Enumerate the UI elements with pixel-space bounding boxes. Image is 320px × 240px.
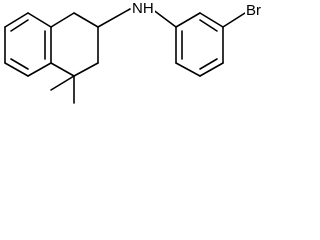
methyl-bond	[50, 75, 75, 91]
bond	[73, 62, 99, 77]
double-bond-inner	[199, 58, 218, 70]
br-label: Br	[245, 2, 262, 19]
bond	[73, 12, 99, 28]
bond	[175, 12, 201, 28]
bond	[27, 62, 52, 77]
bond	[4, 12, 29, 28]
bond	[50, 62, 75, 77]
double-bond-inner	[10, 19, 29, 32]
bond	[50, 12, 75, 28]
nh-label: NH	[131, 0, 155, 17]
double-bond-inner	[199, 19, 218, 32]
bond	[4, 62, 29, 77]
bond	[27, 12, 52, 28]
structure-drawing	[4, 8, 246, 104]
bond	[199, 12, 224, 28]
bond	[175, 62, 201, 77]
bond	[199, 62, 224, 77]
bond	[222, 12, 246, 28]
bond	[151, 8, 177, 28]
bond	[97, 8, 131, 28]
double-bond-inner	[10, 58, 29, 70]
molecule-structure: NH Br	[4, 0, 262, 104]
